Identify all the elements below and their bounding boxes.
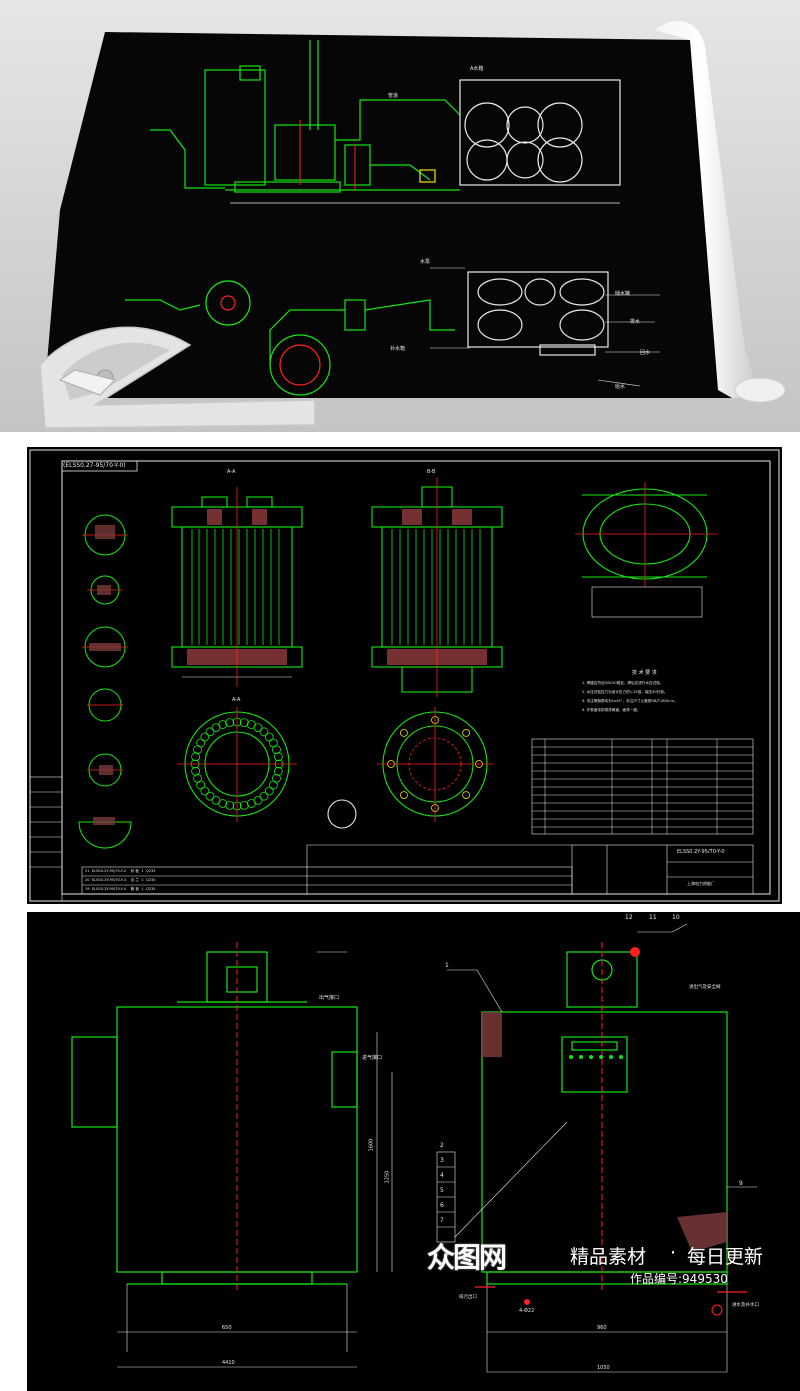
callout-9: 9: [739, 1180, 743, 1187]
tech-req-list: 1. 焊缝应符合GB150规定，焊后应进行水压试验。 2. 水压试验压力为设计压…: [582, 679, 762, 715]
label-tank: A水箱: [470, 66, 484, 72]
tube-hole: [200, 786, 210, 796]
watermark-sep: ·: [670, 1242, 677, 1264]
assembly-drawing-svg: [29, 449, 780, 902]
tube-hole: [205, 727, 215, 737]
tube-hole: [193, 773, 202, 783]
label-bolts: 4-Φ22: [519, 1308, 535, 1314]
tube-hole: [253, 723, 263, 733]
tube-hole: [264, 732, 274, 742]
watermark-slogan: 每日更新: [687, 1246, 764, 1268]
label-storage: 储水罐: [615, 291, 631, 297]
section-label-1: A-A: [227, 469, 236, 475]
section-label-3: A-A: [232, 697, 241, 703]
tube-hole: [268, 780, 278, 790]
callout-7: 7: [440, 1217, 444, 1224]
callout-4: 4: [440, 1172, 444, 1179]
callout-6: 6: [440, 1202, 444, 1209]
callout-5: 5: [440, 1187, 444, 1194]
dim-inner: 1250: [384, 1170, 391, 1184]
section-label-2: B-B: [427, 469, 436, 475]
tube-hole: [239, 800, 249, 810]
tube-hole: [264, 786, 274, 796]
blueprint-sheet: [44, 32, 733, 398]
tube-hole: [225, 718, 235, 728]
label-drain-out: 排污出口: [459, 1295, 477, 1300]
bolt-hole: [399, 791, 408, 800]
callout-1: 1: [445, 962, 449, 969]
callout-column: 2 3 4 5 6 7: [440, 1138, 444, 1228]
tech-req-item: 3. 未注明倒角均为1x45°，未注尺寸公差按GB/T1804-m。: [582, 699, 678, 703]
tube-hole: [273, 766, 283, 776]
label-valve: 进气接口: [362, 1055, 383, 1061]
tube-hole: [218, 720, 228, 729]
label-return: 回水: [640, 350, 651, 356]
tube-hole: [191, 766, 201, 776]
parts-list-bottom: 21 ELSS0.2Y-95/70-Y-2 封 板 1 Q235 20 ELSS…: [85, 867, 156, 894]
parts-row: 19 ELSS0.2Y-95/70-Y-4 管 板 1 Q235: [85, 887, 156, 891]
parts-row: 20 ELSS0.2Y-95/70-Y-3 法 兰 1 Q235: [85, 878, 156, 882]
tube-hole: [272, 745, 281, 755]
title-block-code: ELSS0.2Y-95/70-Y-0: [677, 849, 725, 855]
watermark-logo-icon: 众图网: [427, 1241, 507, 1274]
callout-11: 11: [649, 914, 657, 921]
parts-row: 21 ELSS0.2Y-95/70-Y-2 封 板 1 Q235: [85, 869, 156, 873]
tube-hole: [205, 791, 215, 801]
tech-req-title: 技 术 要 求: [632, 670, 657, 676]
bolt-hole: [399, 728, 408, 737]
callout-10: 10: [672, 914, 680, 921]
tube-hole: [246, 799, 256, 808]
label-supply: 给水: [615, 384, 626, 390]
watermark-id: 作品编号:949530: [630, 1272, 728, 1286]
tube-hole: [259, 727, 269, 737]
label-pump: 水泵: [420, 259, 431, 265]
tube-hole: [191, 752, 201, 762]
tech-req-item: 2. 水压试验压力为设计压力的1.25倍，保压30分钟。: [582, 690, 668, 694]
label-pipe: 管道: [388, 93, 399, 99]
protractor-icon: [39, 326, 316, 429]
label-top-right: 进出气及安全阀: [689, 985, 721, 990]
drawing-no-label: (ELSS0.27-95/70-Y-0): [63, 462, 126, 469]
tube-hole: [239, 718, 249, 728]
company-name: 上海电力热能厂: [687, 881, 715, 886]
dim-left-2: 4410: [222, 1360, 235, 1366]
dim-left-1: 650: [222, 1325, 232, 1331]
tube-hole: [196, 738, 206, 748]
tube-hole: [259, 791, 269, 801]
watermark-brand: 精品素材: [570, 1246, 647, 1268]
tube-hole: [225, 800, 235, 810]
tube-hole: [211, 795, 221, 805]
callout-2: 2: [440, 1142, 444, 1149]
bolt-hole: [462, 791, 471, 800]
elevation-drawing-svg: [71, 923, 757, 1373]
callout-3: 3: [440, 1157, 444, 1164]
label-out: 出气接口: [319, 995, 340, 1001]
blueprint-roll-svg: [0, 0, 800, 432]
dim-right-2: 1050: [597, 1365, 610, 1371]
label-water-in: 进水及补水口: [732, 1303, 759, 1308]
blueprint-roll-panel: A水箱 管道 水泵 储水罐 排水 回水 给水 补水箱: [0, 0, 800, 432]
label-makeup: 补水箱: [390, 346, 406, 352]
tech-req-item: 1. 焊缝应符合GB150规定，焊后应进行水压试验。: [582, 681, 664, 685]
watermark: 众图网 精品素材 · 每日更新 作品编号:949530: [425, 1232, 795, 1292]
dim-height: 1600: [368, 1138, 375, 1152]
bolt-hole: [462, 728, 471, 737]
assembly-drawing-panel: (ELSS0.27-95/70-Y-0) A-A B-B A-A 技 术 要 求…: [27, 447, 782, 904]
paper-roll: [655, 20, 753, 399]
callout-12: 12: [625, 914, 633, 921]
tech-req-item: 4. 外表面涂防锈漆两道，面漆一道。: [582, 708, 641, 712]
tube-hole: [200, 732, 210, 742]
dim-right-1: 960: [597, 1325, 607, 1331]
elevation-drawing-panel: 出气接口 进气接口 1600 1250 650 4410 960 1050 1 …: [27, 912, 800, 1391]
label-drain: 排水: [630, 319, 641, 325]
tube-hole: [273, 752, 283, 762]
